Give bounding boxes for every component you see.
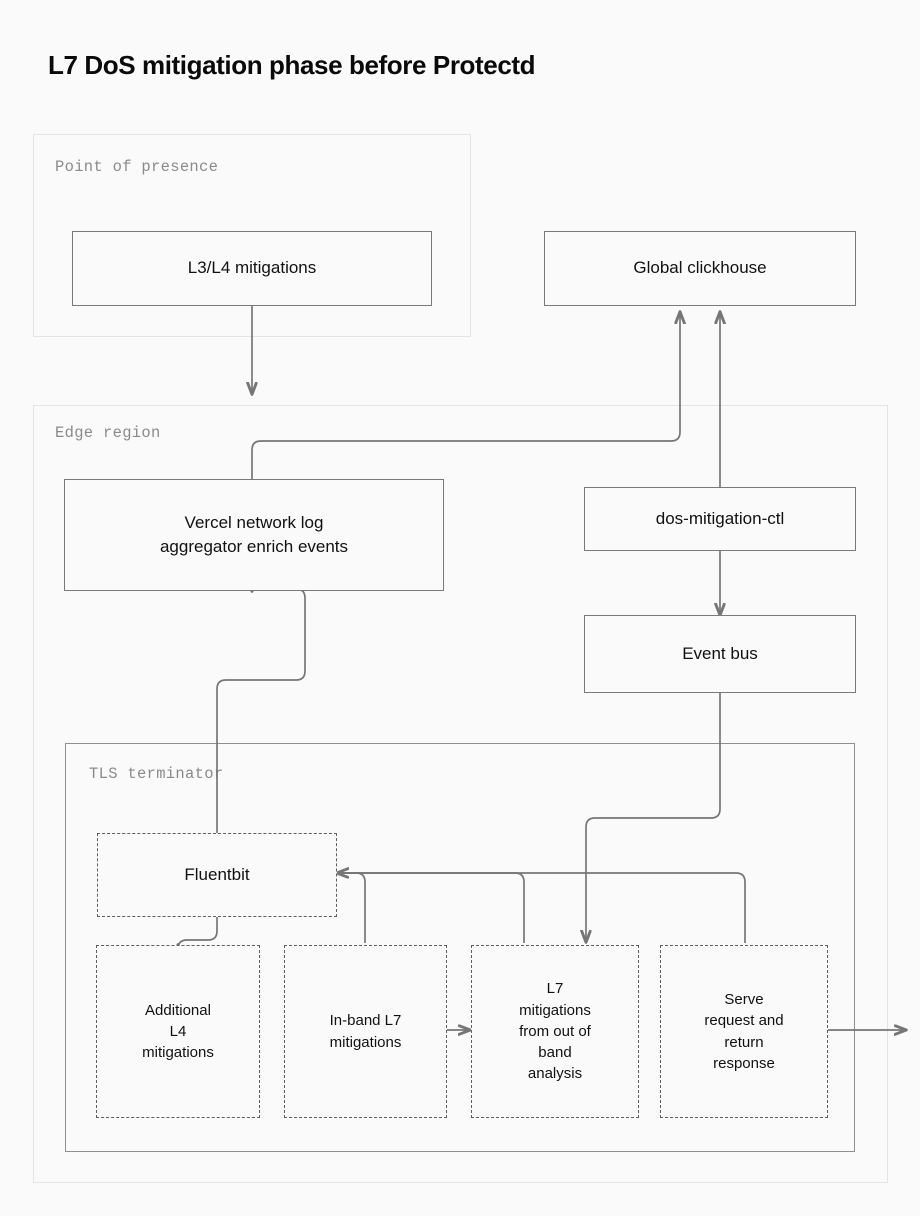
node-additional-l4-mitigations[interactable]: Additional L4 mitigations xyxy=(96,945,260,1118)
node-label: Vercel network log aggregator enrich eve… xyxy=(159,512,349,556)
node-label: L3/L4 mitigations xyxy=(187,258,317,278)
node-label: Serve request and return response xyxy=(704,990,784,1072)
node-event-bus[interactable]: Event bus xyxy=(584,615,856,693)
node-l7-mitigations-out-of-band[interactable]: L7 mitigations from out of band analysis xyxy=(471,945,639,1118)
node-label: Global clickhouse xyxy=(633,258,767,278)
node-label: Additional L4 mitigations xyxy=(142,1001,214,1062)
group-label-tls-terminator: TLS terminator xyxy=(89,765,224,783)
node-vercel-network-log-aggregator[interactable]: Vercel network log aggregator enrich eve… xyxy=(64,479,444,591)
node-label: L7 mitigations from out of band analysis xyxy=(519,980,591,1083)
node-inband-l7-mitigations[interactable]: In-band L7 mitigations xyxy=(284,945,447,1118)
node-label: Event bus xyxy=(682,643,758,663)
node-label: In-band L7 mitigations xyxy=(329,1012,402,1051)
node-global-clickhouse[interactable]: Global clickhouse xyxy=(544,231,856,306)
node-l3-l4-mitigations[interactable]: L3/L4 mitigations xyxy=(72,231,432,306)
node-label: dos-mitigation-ctl xyxy=(655,508,785,528)
group-label-edge-region: Edge region xyxy=(55,424,161,442)
node-label: Fluentbit xyxy=(184,864,250,884)
node-serve-request-return-response[interactable]: Serve request and return response xyxy=(660,945,828,1118)
node-dos-mitigation-ctl[interactable]: dos-mitigation-ctl xyxy=(584,487,856,551)
group-label-point-of-presence: Point of presence xyxy=(55,158,219,176)
node-fluentbit[interactable]: Fluentbit xyxy=(97,833,337,917)
page-title: L7 DoS mitigation phase before Protectd xyxy=(48,50,536,80)
